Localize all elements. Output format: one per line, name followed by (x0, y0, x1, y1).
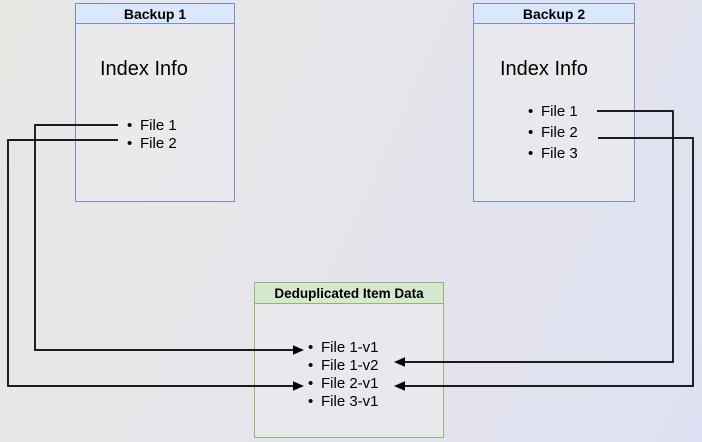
dedup-item: File 3-v1 (308, 393, 378, 411)
dedup-item: File 2-v1 (308, 375, 378, 393)
backup1-file-list: File 1 File 2 (127, 117, 177, 153)
backup2-file-list: File 1 File 2 File 3 (528, 101, 578, 164)
backup2-file-item: File 3 (528, 143, 578, 164)
backup1-file-item: File 1 (127, 117, 177, 135)
backup1-title: Backup 1 (76, 4, 234, 24)
backup2-file-item: File 1 (528, 101, 578, 122)
dedup-item-list: File 1-v1 File 1-v2 File 2-v1 File 3-v1 (308, 339, 378, 411)
backup1-box: Backup 1 Index Info File 1 File 2 (75, 3, 235, 202)
backup1-file-item: File 2 (127, 135, 177, 153)
backup2-file-item: File 2 (528, 122, 578, 143)
backup2-title: Backup 2 (474, 4, 634, 24)
backup2-box: Backup 2 Index Info File 1 File 2 File 3 (473, 3, 635, 202)
dedup-item: File 1-v1 (308, 339, 378, 357)
deduplicated-item-data-box: Deduplicated Item Data File 1-v1 File 1-… (254, 282, 444, 438)
dedup-item: File 1-v2 (308, 357, 378, 375)
backup2-index-info-label: Index Info (500, 58, 588, 80)
deduplicated-item-data-title: Deduplicated Item Data (255, 283, 443, 304)
backup1-index-info-label: Index Info (100, 58, 188, 80)
